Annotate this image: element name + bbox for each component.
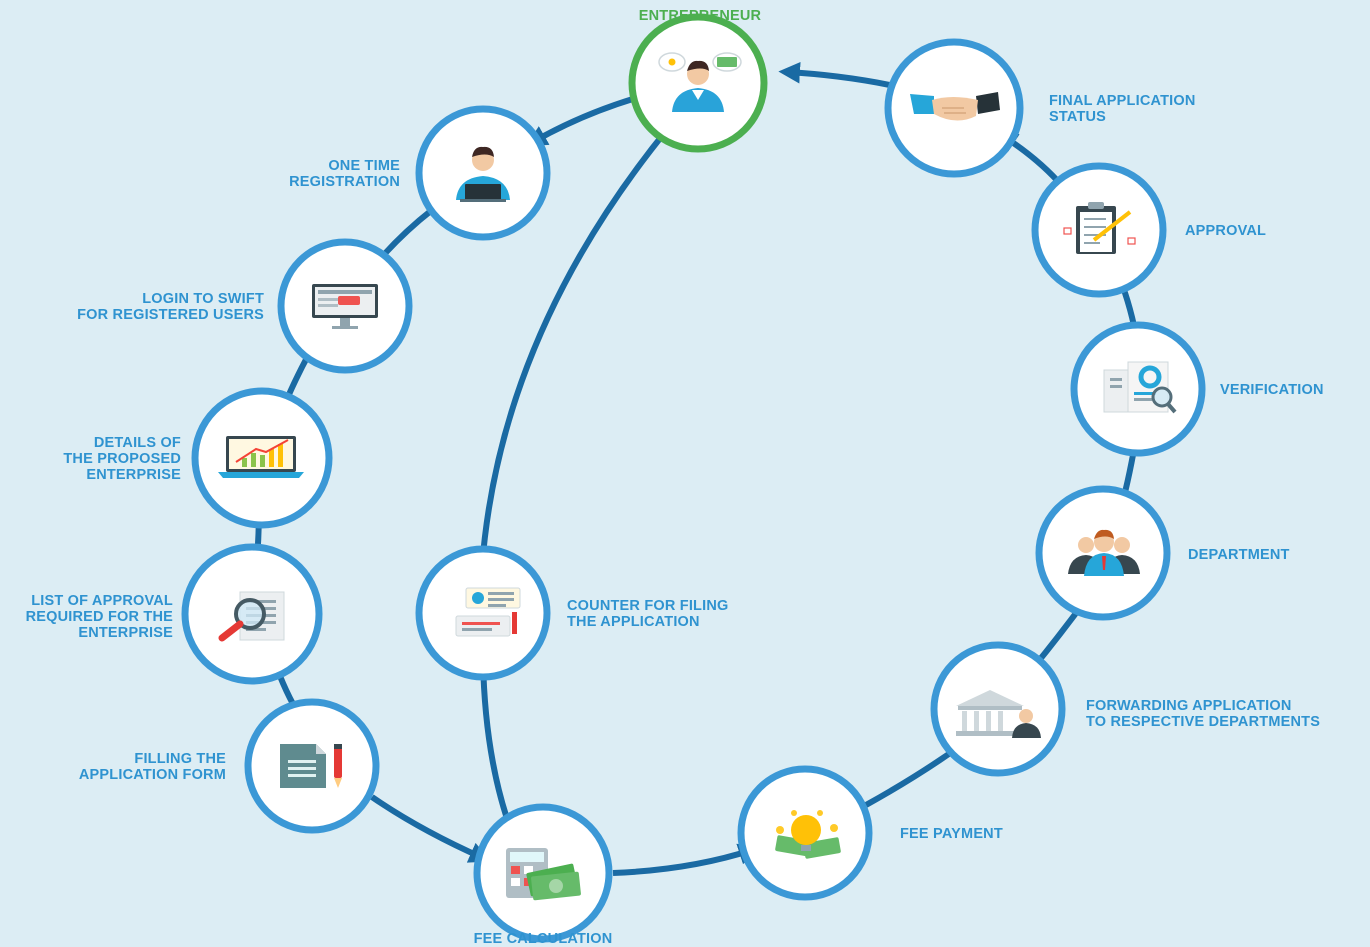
label-verification: VERIFICATION bbox=[1220, 382, 1324, 398]
label-approval: APPROVAL bbox=[1185, 223, 1267, 239]
arrow-entrepreneur-to-counter bbox=[472, 118, 678, 576]
document-pen-icon bbox=[280, 744, 342, 788]
clipboard-check-icon bbox=[1063, 202, 1136, 254]
label-fee-payment: FEE PAYMENT bbox=[900, 826, 1003, 842]
arrow-filling-to-fee-calc bbox=[370, 794, 491, 863]
arrow-entrepreneur-to-registration bbox=[525, 95, 637, 147]
person-laptop-icon bbox=[456, 146, 510, 202]
node-approvals-list bbox=[181, 543, 323, 685]
node-final-status bbox=[884, 38, 1024, 178]
arrow-fee-calc-to-fee-payment bbox=[612, 843, 761, 876]
label-department: DEPARTMENT bbox=[1188, 547, 1290, 563]
label-entrepreneur: ENTREPRENEUR bbox=[638, 8, 762, 24]
label-details: DETAILS OF THE PROPOSED ENTERPRISE bbox=[63, 435, 181, 483]
node-department bbox=[1035, 485, 1171, 621]
node-verification bbox=[1070, 321, 1206, 457]
arrow-counter-to-fee-calc bbox=[480, 659, 518, 842]
node-registration bbox=[415, 105, 551, 241]
node-entrepreneur bbox=[628, 13, 768, 153]
calculator-money-icon bbox=[506, 848, 581, 901]
bank-building-icon bbox=[956, 690, 1041, 738]
node-counter bbox=[415, 545, 551, 681]
magnifier-document-icon bbox=[218, 591, 285, 642]
label-final-status: FINAL APPLICATION STATUS bbox=[1049, 93, 1196, 125]
label-fee-calc: FEE CALCULATION bbox=[473, 931, 613, 947]
idea-money-icon bbox=[775, 810, 841, 859]
label-counter: COUNTER FOR FILING THE APPLICATION bbox=[567, 598, 729, 630]
node-fee-payment bbox=[737, 765, 873, 901]
label-forwarding: FORWARDING APPLICATION TO RESPECTIVE DEP… bbox=[1086, 698, 1321, 730]
report-magnifier-icon bbox=[1103, 361, 1177, 414]
label-login: LOGIN TO SWIFT FOR REGISTERED USERS bbox=[77, 291, 264, 323]
entrepreneur-icon bbox=[658, 52, 742, 112]
node-filling bbox=[244, 698, 380, 834]
team-people-icon bbox=[1068, 529, 1140, 576]
laptop-chart-icon bbox=[218, 436, 304, 478]
handshake-icon bbox=[910, 92, 1000, 121]
counter-screen-icon bbox=[455, 587, 521, 637]
monitor-join-icon bbox=[312, 284, 378, 329]
arrow-final-status-to-entrepreneur bbox=[778, 61, 891, 88]
node-approval bbox=[1031, 162, 1167, 298]
node-forwarding bbox=[930, 641, 1066, 777]
label-filling: FILLING THE APPLICATION FORM bbox=[78, 751, 226, 783]
node-details bbox=[191, 387, 333, 529]
label-registration: ONE TIME REGISTRATION bbox=[289, 158, 400, 190]
label-approvals-list: LIST OF APPROVAL REQUIRED FOR THE ENTERP… bbox=[25, 593, 173, 641]
node-fee-calc bbox=[473, 803, 613, 943]
node-login bbox=[277, 238, 413, 374]
